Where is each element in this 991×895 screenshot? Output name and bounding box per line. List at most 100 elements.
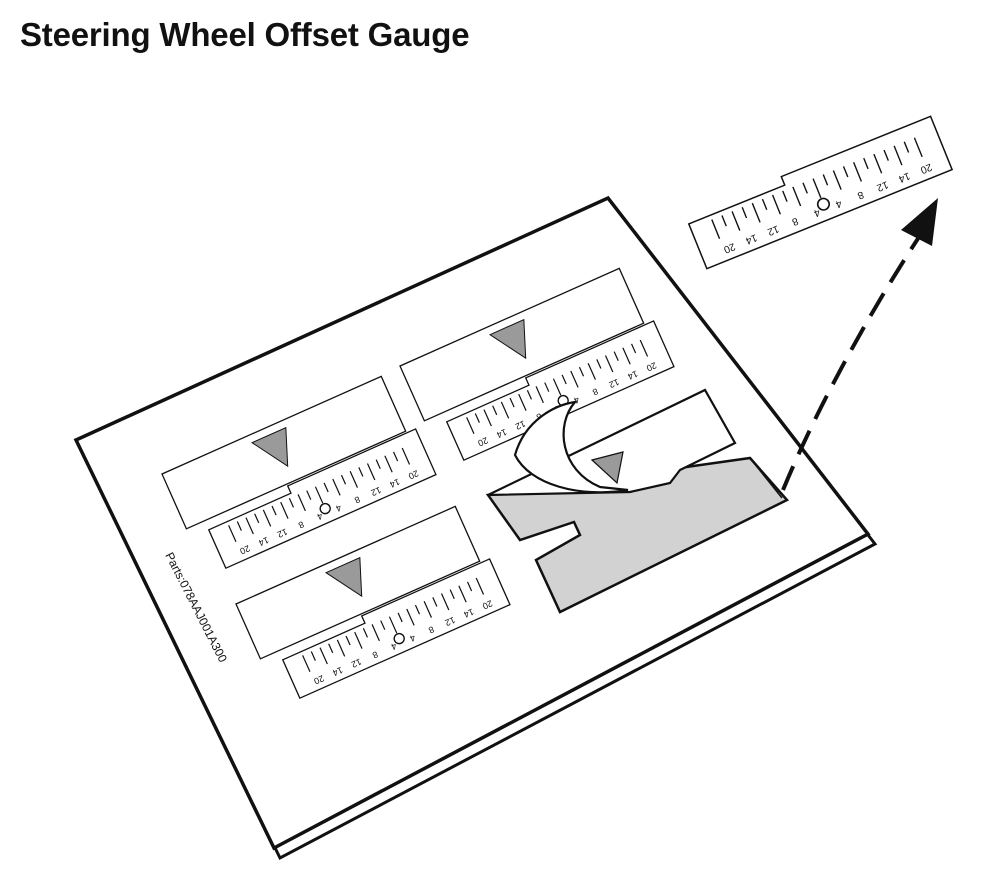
scale-number: 4	[316, 511, 325, 522]
scale-tick	[587, 362, 597, 380]
scale-number: 14	[388, 476, 401, 489]
scale-tick	[388, 616, 398, 634]
scale-tick	[903, 141, 910, 153]
scale-tick	[731, 211, 741, 231]
scale-tick	[423, 600, 433, 618]
peeled-tab	[513, 400, 629, 494]
scale-tick	[384, 455, 393, 473]
scale-tick	[371, 624, 380, 642]
scale-tick	[492, 405, 498, 416]
scale-number: 20	[312, 673, 325, 686]
scale-tick	[440, 593, 450, 611]
scale-tick	[893, 145, 903, 166]
scale-tick	[812, 178, 822, 199]
scale-tick	[578, 366, 585, 377]
scale-tick	[297, 494, 306, 512]
scale-tick	[375, 459, 381, 470]
scale-tick	[863, 157, 869, 170]
scale-tick	[319, 647, 328, 665]
scale-tick	[832, 170, 842, 190]
scale-number: 14	[462, 606, 475, 619]
scale-tick	[526, 390, 533, 400]
gauge-pointer	[489, 318, 527, 360]
scale-number: 14	[495, 427, 508, 440]
scale-tick	[630, 343, 637, 354]
gauge-scale-strip	[207, 428, 437, 570]
scale-tick	[336, 639, 346, 657]
scale-tick	[228, 525, 237, 543]
scale-number: 8	[297, 519, 306, 530]
scale-tick	[852, 162, 863, 182]
scale-tick	[332, 478, 341, 496]
scale-number: 8	[790, 215, 800, 227]
scale-tick	[475, 577, 485, 595]
scale-number: 8	[855, 188, 865, 200]
scale-tick	[458, 585, 467, 603]
scale-number: 12	[875, 178, 890, 193]
scale-number: 12	[765, 223, 780, 238]
scale-tick	[314, 486, 324, 504]
center-mark	[393, 632, 405, 645]
scale-number: 4	[408, 633, 417, 644]
scale-number: 20	[481, 598, 494, 611]
scale-tick	[741, 207, 748, 219]
scale-number: 14	[897, 170, 912, 185]
scale-tick	[245, 517, 254, 535]
scale-tick	[449, 589, 455, 600]
scale-tick	[500, 401, 510, 419]
scale-tick	[432, 597, 438, 607]
gauge-scale-strip	[281, 558, 511, 700]
scale-tick	[509, 397, 515, 408]
scale-tick	[254, 513, 260, 524]
scale-number: 4	[390, 641, 399, 652]
scale-tick	[771, 194, 781, 215]
page-title: Steering Wheel Offset Gauge	[20, 16, 470, 53]
scale-tick	[544, 382, 550, 392]
scale-tick	[570, 370, 579, 388]
cutout-edge	[749, 457, 783, 499]
cutout-pointer	[590, 451, 624, 485]
scale-tick	[622, 347, 631, 365]
scale-tick	[466, 581, 473, 592]
scale-tick	[883, 149, 889, 161]
scale-number: 12	[276, 527, 289, 540]
scale-tick	[822, 174, 829, 186]
scale-tick	[401, 447, 411, 465]
scale-number: 8	[591, 386, 600, 397]
scale-tick	[913, 137, 923, 158]
scale-tick	[466, 417, 475, 435]
scale-tick	[262, 509, 272, 527]
scale-number: 8	[371, 649, 380, 660]
scale-tick	[873, 153, 883, 174]
scale-tick	[483, 409, 492, 427]
scale-tick	[721, 215, 727, 227]
scale-tick	[782, 190, 788, 202]
scale-number: 20	[476, 435, 489, 448]
scale-tick	[639, 339, 649, 357]
center-mark	[816, 197, 831, 211]
gauge-pointer	[251, 426, 289, 468]
scale-tick	[535, 386, 544, 404]
scale-number: 14	[744, 231, 759, 246]
scale-number: 14	[257, 535, 270, 548]
scale-tick	[474, 413, 480, 423]
scale-tick	[323, 482, 329, 493]
scale-number: 20	[722, 240, 737, 255]
scale-tick	[802, 182, 808, 194]
scale-tick	[288, 498, 295, 508]
center-mark	[319, 502, 331, 515]
scale-number: 14	[331, 665, 344, 678]
scale-number: 14	[626, 368, 639, 381]
removed-gauge-cutout	[485, 456, 790, 614]
scale-tick	[406, 608, 415, 626]
scale-tick	[392, 451, 399, 462]
scale-number: 20	[645, 360, 658, 373]
scale-tick	[552, 378, 562, 396]
scale-tick	[414, 604, 421, 615]
scale-tick	[711, 219, 721, 240]
scale-tick	[366, 463, 376, 481]
scale-tick	[328, 643, 334, 654]
